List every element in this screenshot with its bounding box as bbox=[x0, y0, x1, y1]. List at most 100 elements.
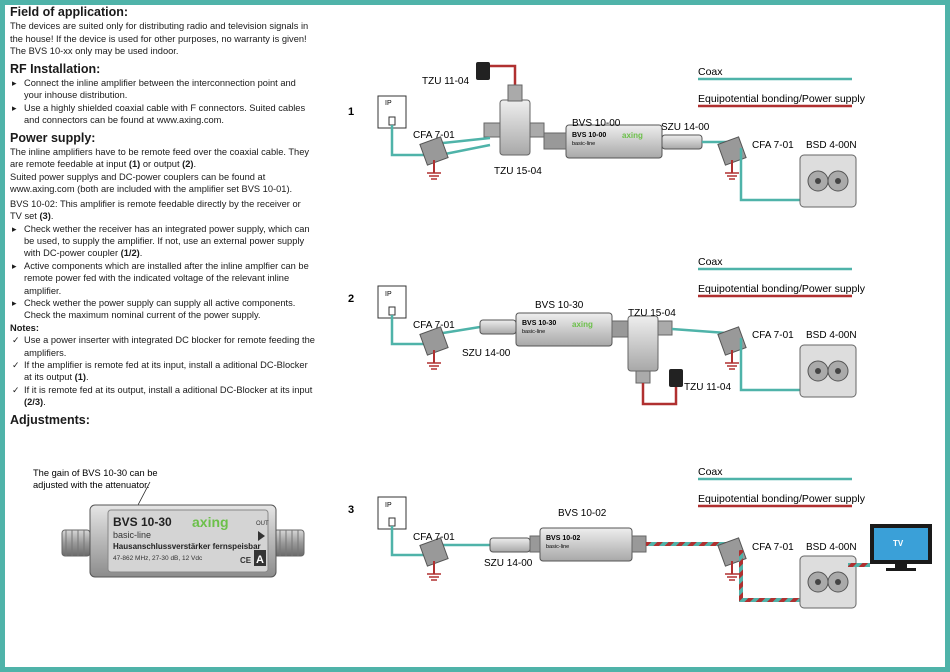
diagram-1: Coax Equipotential bonding/Power supply … bbox=[348, 62, 866, 208]
rf-item: Connect the inline amplifier between the… bbox=[10, 77, 315, 102]
ground-clamp-right bbox=[717, 326, 747, 370]
callout-text-2: adjusted with the attenuator. bbox=[33, 480, 149, 490]
ground-clamp-right bbox=[717, 136, 747, 180]
ip-label: IP bbox=[385, 291, 392, 298]
field-of-application-section: Field of application: The devices are su… bbox=[10, 6, 315, 58]
tv-icon: TV bbox=[870, 524, 932, 571]
dc-blocker-szu1400 bbox=[661, 134, 703, 150]
ip-box bbox=[377, 285, 407, 319]
amp-line: basic-line bbox=[522, 329, 545, 335]
diagram-number: 1 bbox=[348, 106, 354, 118]
coupler-port bbox=[507, 84, 523, 102]
label-amp: BVS 10-30 bbox=[535, 300, 584, 311]
label-bsd: BSD 4-00N bbox=[806, 140, 857, 151]
axing-logo: axing bbox=[192, 514, 229, 530]
ip-label: IP bbox=[385, 502, 392, 509]
instructions-column: Field of application: The devices are su… bbox=[10, 6, 315, 431]
note-item: Use a power inserter with integrated DC … bbox=[10, 334, 315, 359]
label-cfa-left: CFA 7-01 bbox=[413, 532, 455, 543]
label-amp: BVS 10-02 bbox=[558, 508, 607, 519]
label-cfa-left: CFA 7-01 bbox=[413, 320, 455, 331]
label-tzu1104: TZU 11-04 bbox=[684, 382, 731, 393]
amp-line: basic-line bbox=[572, 141, 595, 147]
callout-text-1: The gain of BVS 10-30 can be bbox=[33, 468, 158, 478]
diagram-3: Coax Equipotential bonding/Power supply … bbox=[348, 466, 932, 609]
label-cfa-right: CFA 7-01 bbox=[752, 542, 794, 553]
ip-box bbox=[377, 95, 407, 129]
device-spec: 47-862 MHz, 27-30 dB, 12 Vdc bbox=[113, 555, 203, 562]
rf-heading: RF Installation: bbox=[10, 61, 101, 76]
callout-line bbox=[137, 481, 151, 506]
label-cfa-right: CFA 7-01 bbox=[752, 140, 794, 151]
legend-coax-label: Coax bbox=[698, 466, 723, 478]
amplifier-label-plate bbox=[107, 509, 269, 573]
adjustment-illustration: The gain of BVS 10-30 can be adjusted wi… bbox=[33, 468, 305, 578]
power-supply-tzu1104 bbox=[476, 62, 490, 80]
ip-box bbox=[377, 496, 407, 530]
dc-blocker-szu1400 bbox=[489, 537, 531, 553]
label-tzu1504: TZU 15-04 bbox=[494, 166, 542, 177]
out-label: OUT bbox=[256, 521, 269, 527]
device-desc: Hausanschlussverstärker fernspeisbar bbox=[113, 542, 261, 551]
wall-outlet-bsd400n bbox=[799, 555, 857, 609]
power-text-3: BVS 10-02: This amplifier is remote feed… bbox=[10, 198, 301, 222]
wall-outlet-bsd400n bbox=[799, 154, 857, 208]
coax-cable bbox=[390, 125, 491, 157]
ip-label: IP bbox=[385, 100, 392, 107]
power-item: Active components which are installed af… bbox=[10, 260, 315, 297]
note-item: If it is remote fed at its output, insta… bbox=[10, 384, 315, 409]
device-line: basic-line bbox=[113, 530, 151, 540]
wall-outlet-bsd400n bbox=[799, 344, 857, 398]
diagram-number: 2 bbox=[348, 293, 354, 305]
amp-model: BVS 10-00 bbox=[572, 132, 606, 139]
label-amp: BVS 10-00 bbox=[572, 118, 621, 129]
tv-label: TV bbox=[893, 539, 904, 548]
ce-mark: CE bbox=[240, 556, 252, 565]
class-label: A bbox=[256, 554, 264, 566]
field-heading: Field of application: bbox=[10, 5, 129, 19]
label-cfa-left: CFA 7-01 bbox=[413, 130, 455, 141]
class-badge bbox=[254, 550, 266, 566]
field-text-indoor: The BVS 10-xx only may be used indoor. bbox=[10, 46, 179, 57]
label-szu: SZU 14-00 bbox=[484, 558, 533, 569]
power-text-2: Suited power supplys and DC-power couple… bbox=[10, 171, 293, 195]
rf-installation-section: RF Installation: Connect the inline ampl… bbox=[10, 61, 315, 127]
adjustments-heading: Adjustments: bbox=[10, 412, 90, 427]
svg-text:axing: axing bbox=[572, 320, 593, 329]
power-supply-section: Power supply: The inline amplifiers have… bbox=[10, 130, 315, 409]
rf-item: Use a highly shielded coaxial cable with… bbox=[10, 102, 315, 127]
ground-clamp-left bbox=[419, 326, 449, 370]
power-supply-tzu1104 bbox=[669, 369, 683, 387]
legend-coax-label: Coax bbox=[698, 256, 723, 268]
power-item: Check wether the receiver has an integra… bbox=[10, 223, 315, 260]
label-tzu1104: TZU 11-04 bbox=[422, 76, 469, 87]
right-connector bbox=[273, 529, 305, 557]
label-szu: SZU 14-00 bbox=[661, 122, 710, 133]
diagram-2: Coax Equipotential bonding/Power supply … bbox=[348, 256, 866, 406]
legend-bond-label: Equipotential bonding/Power supply bbox=[698, 93, 866, 105]
dc-coupler-tzu1504 bbox=[499, 99, 531, 156]
arrow-icon bbox=[258, 531, 265, 541]
label-szu: SZU 14-00 bbox=[462, 348, 511, 359]
amp-model: BVS 10-30 bbox=[522, 320, 556, 327]
label-bsd: BSD 4-00N bbox=[806, 330, 857, 341]
legend-bond-label: Equipotential bonding/Power supply bbox=[698, 493, 866, 505]
field-text: The devices are suited only for distribu… bbox=[10, 21, 309, 44]
dc-coupler-tzu1504 bbox=[627, 315, 659, 372]
amp-line: basic-line bbox=[546, 544, 569, 550]
ground-clamp-left bbox=[419, 537, 449, 581]
diagram-number: 3 bbox=[348, 504, 354, 516]
power-item: Check wether the power supply can supply… bbox=[10, 297, 315, 322]
left-connector bbox=[61, 529, 91, 557]
dc-blocker-szu1400 bbox=[479, 319, 517, 335]
power-text-1: The inline amplifiers have to be remote … bbox=[10, 147, 310, 170]
label-bsd: BSD 4-00N bbox=[806, 542, 857, 553]
power-heading: Power supply: bbox=[10, 130, 96, 145]
svg-text:axing: axing bbox=[622, 131, 643, 140]
adjustments-section: Adjustments: bbox=[10, 412, 315, 427]
label-tzu1504: TZU 15-04 bbox=[628, 308, 676, 319]
note-item: If the amplifier is remote fed at its in… bbox=[10, 359, 315, 384]
notes-heading: Notes: bbox=[10, 322, 39, 333]
label-cfa-right: CFA 7-01 bbox=[752, 330, 794, 341]
